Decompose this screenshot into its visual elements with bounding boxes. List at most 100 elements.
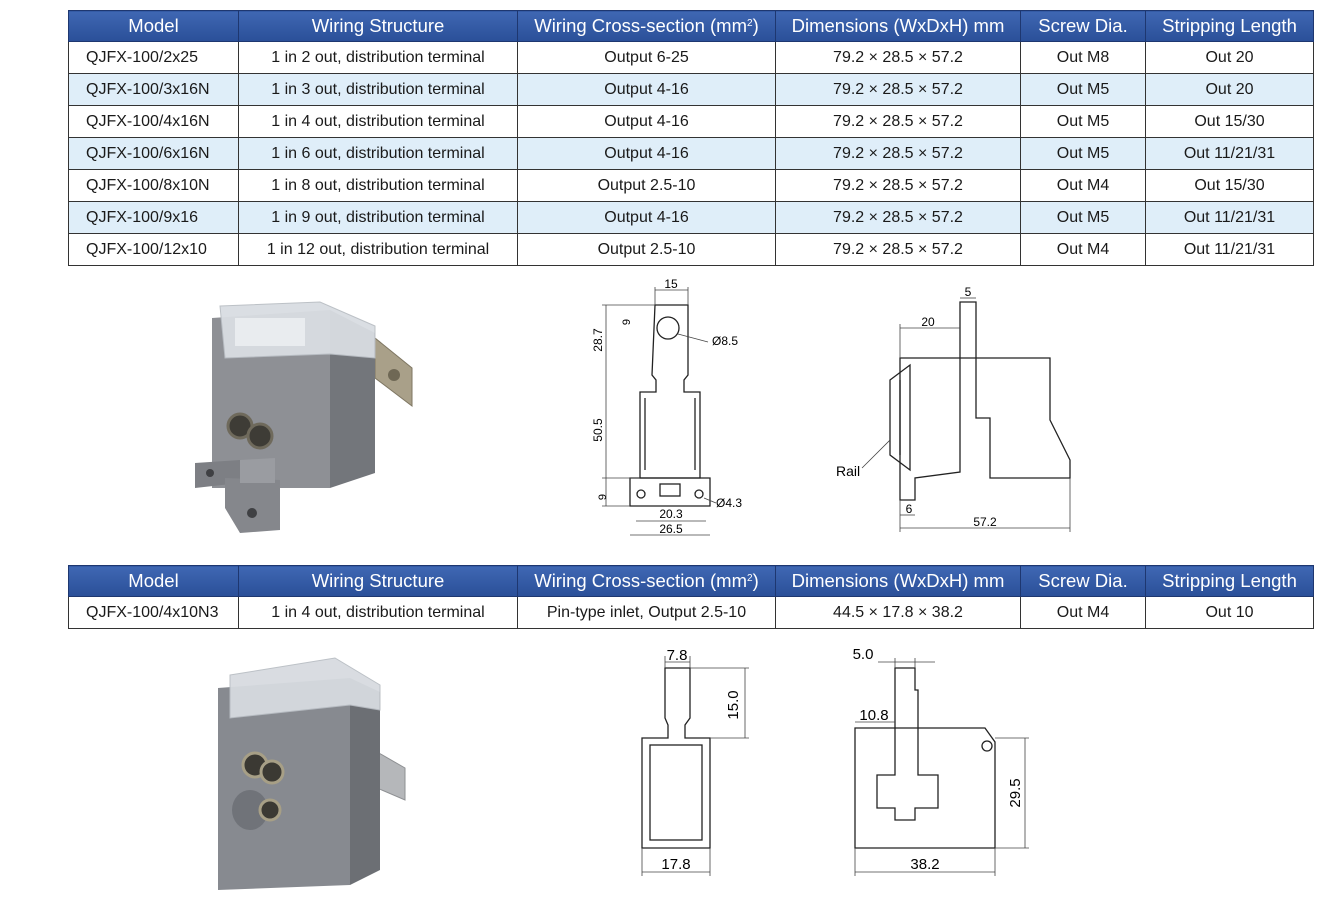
header-cross-section-sup: 2 — [747, 573, 753, 584]
dim-hole-diameter: Ø8.5 — [712, 334, 738, 348]
dim-small-offset: 9 — [621, 319, 633, 325]
header-cross-section-text: Wiring Cross-section (mm — [534, 15, 748, 36]
rail-label: Rail — [836, 463, 860, 479]
cell-stripping: Out 11/21/31 — [1145, 233, 1314, 266]
cell-model: QJFX-100/9x16 — [68, 201, 239, 234]
dim-tab-thickness: 5 — [965, 285, 972, 299]
header-stripping-length: Stripping Length — [1145, 10, 1314, 42]
drawing-front-view-small: 7.8 15.0 17.8 — [641, 647, 749, 876]
cell-stripping: Out 15/30 — [1145, 105, 1314, 138]
spec-table-2: Model Wiring Structure Wiring Cross-sect… — [68, 565, 1314, 629]
cell-wiring: 1 in 12 out, distribution terminal — [238, 233, 518, 266]
dim-tab-height: 15.0 — [725, 690, 742, 719]
cell-cross-section: Output 2.5-10 — [517, 233, 776, 266]
table-row: QJFX-100/8x10N 1 in 8 out, distribution … — [68, 169, 1314, 202]
cell-model: QJFX-100/8x10N — [68, 169, 239, 202]
cell-screw: Out M5 — [1020, 105, 1146, 138]
dim-rail-offset: 10.8 — [859, 707, 888, 724]
cell-cross-section: Output 4-16 — [517, 105, 776, 138]
cell-screw: Out M5 — [1020, 73, 1146, 106]
dim-height: 29.5 — [1007, 778, 1024, 807]
cell-stripping: Out 11/21/31 — [1145, 137, 1314, 170]
cell-model: QJFX-100/4x16N — [68, 105, 239, 138]
header-screw-dia: Screw Dia. — [1020, 565, 1146, 597]
cell-stripping: Out 20 — [1145, 73, 1314, 106]
dim-body-height: 50.5 — [591, 418, 605, 442]
dim-tab-height: 28.7 — [591, 328, 605, 352]
dim-total-width: 26.5 — [659, 522, 683, 536]
header-wiring-structure: Wiring Structure — [238, 565, 518, 597]
cell-model: QJFX-100/4x10N3 — [68, 596, 239, 629]
header-screw-dia: Screw Dia. — [1020, 10, 1146, 42]
table-row: QJFX-100/6x16N 1 in 6 out, distribution … — [68, 137, 1314, 170]
dim-tab-thickness: 5.0 — [853, 646, 874, 663]
dim-rail-offset: 20 — [921, 315, 935, 329]
header-dimensions: Dimensions (WxDxH) mm — [775, 10, 1021, 42]
cell-model: QJFX-100/6x16N — [68, 137, 239, 170]
cell-dimensions: 44.5 × 17.8 × 38.2 — [775, 596, 1021, 629]
cell-stripping: Out 20 — [1145, 41, 1314, 74]
header-dimensions: Dimensions (WxDxH) mm — [775, 565, 1021, 597]
dim-depth: 38.2 — [910, 856, 939, 873]
header-cross-section-text: Wiring Cross-section (mm — [534, 570, 748, 591]
cell-cross-section: Pin-type inlet, Output 2.5-10 — [517, 596, 776, 629]
table-row: QJFX-100/2x25 1 in 2 out, distribution t… — [68, 41, 1314, 74]
cell-stripping: Out 15/30 — [1145, 169, 1314, 202]
cell-model: QJFX-100/3x16N — [68, 73, 239, 106]
cell-screw: Out M4 — [1020, 169, 1146, 202]
cell-model: QJFX-100/2x25 — [68, 41, 239, 74]
header-model: Model — [68, 565, 239, 597]
cell-cross-section: Output 4-16 — [517, 137, 776, 170]
table-row: QJFX-100/9x16 1 in 9 out, distribution t… — [68, 201, 1314, 234]
header-cross-section: Wiring Cross-section (mm2) — [517, 10, 776, 42]
cell-screw: Out M4 — [1020, 233, 1146, 266]
drawing-side-view-small: 5.0 10.8 29.5 38.2 — [853, 646, 1029, 876]
spec-table-1: Model Wiring Structure Wiring Cross-sect… — [68, 10, 1314, 266]
dim-mount-hole: Ø4.3 — [716, 496, 742, 510]
cell-dimensions: 79.2 × 28.5 × 57.2 — [775, 169, 1021, 202]
cell-wiring: 1 in 4 out, distribution terminal — [238, 105, 518, 138]
cell-model: QJFX-100/12x10 — [68, 233, 239, 266]
table-row: QJFX-100/4x10N3 1 in 4 out, distribution… — [68, 596, 1314, 629]
product-photo-large-terminal — [195, 301, 413, 533]
cell-dimensions: 79.2 × 28.5 × 57.2 — [775, 41, 1021, 74]
cell-screw: Out M5 — [1020, 137, 1146, 170]
cell-cross-section: Output 4-16 — [517, 201, 776, 234]
cell-wiring: 1 in 8 out, distribution terminal — [238, 169, 518, 202]
cell-screw: Out M4 — [1020, 596, 1146, 629]
header-cross-section-sup: 2 — [747, 18, 753, 29]
cell-wiring: 1 in 6 out, distribution terminal — [238, 137, 518, 170]
cell-cross-section: Output 2.5-10 — [517, 169, 776, 202]
cell-dimensions: 79.2 × 28.5 × 57.2 — [775, 73, 1021, 106]
cell-cross-section: Output 4-16 — [517, 73, 776, 106]
dim-top-width: 15 — [664, 277, 678, 291]
cell-wiring: 1 in 3 out, distribution terminal — [238, 73, 518, 106]
cell-stripping: Out 11/21/31 — [1145, 201, 1314, 234]
header-cross-section-close: ) — [752, 15, 759, 36]
table-header-row: Model Wiring Structure Wiring Cross-sect… — [68, 10, 1314, 42]
table-header-row: Model Wiring Structure Wiring Cross-sect… — [68, 565, 1314, 597]
header-cross-section-close: ) — [752, 570, 759, 591]
drawing-front-view-large: 15 28.7 Ø8.5 9 50.5 9 Ø4.3 20.3 26.5 — [591, 277, 742, 536]
header-stripping-length: Stripping Length — [1145, 565, 1314, 597]
cell-cross-section: Output 6-25 — [517, 41, 776, 74]
cell-dimensions: 79.2 × 28.5 × 57.2 — [775, 233, 1021, 266]
cell-wiring: 1 in 4 out, distribution terminal — [238, 596, 518, 629]
header-cross-section: Wiring Cross-section (mm2) — [517, 565, 776, 597]
header-wiring-structure: Wiring Structure — [238, 10, 518, 42]
dim-tab-width: 7.8 — [667, 647, 688, 664]
cell-dimensions: 79.2 × 28.5 × 57.2 — [775, 201, 1021, 234]
dim-foot: 6 — [906, 502, 913, 516]
dim-width: 17.8 — [661, 856, 690, 873]
header-model: Model — [68, 10, 239, 42]
cell-wiring: 1 in 2 out, distribution terminal — [238, 41, 518, 74]
cell-dimensions: 79.2 × 28.5 × 57.2 — [775, 137, 1021, 170]
dim-base-height: 9 — [597, 494, 609, 500]
dim-inner-width: 20.3 — [659, 507, 683, 521]
product-photo-small-terminal — [218, 657, 406, 890]
table-row: QJFX-100/3x16N 1 in 3 out, distribution … — [68, 73, 1314, 106]
table-row: QJFX-100/4x16N 1 in 4 out, distribution … — [68, 105, 1314, 138]
dim-depth: 57.2 — [973, 515, 997, 529]
cell-screw: Out M8 — [1020, 41, 1146, 74]
drawing-side-view-large: 5 20 Rail 6 57.2 — [836, 285, 1071, 532]
